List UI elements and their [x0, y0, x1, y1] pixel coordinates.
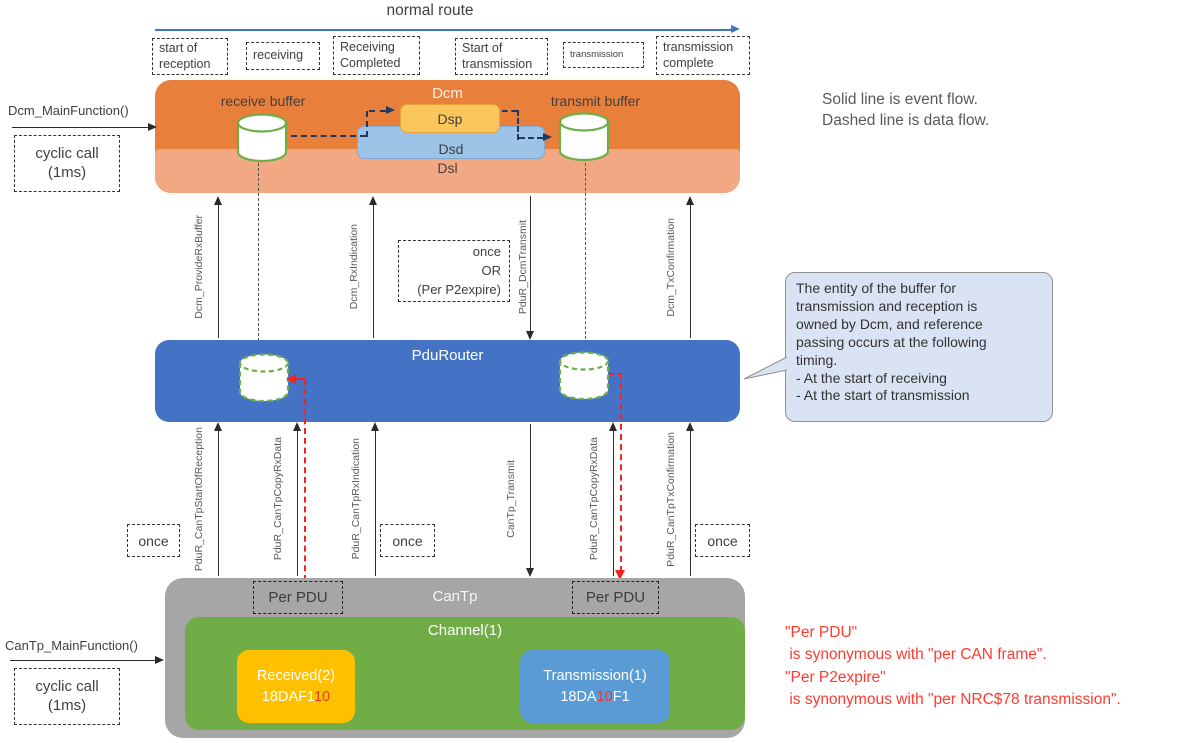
copy-data-tx-side-label: PduR_CanTpCopyRxData [588, 437, 600, 561]
dsd-box: Dsd [357, 126, 545, 159]
dcm-mainfunction-arrow-icon [148, 123, 157, 131]
dsd-label: Dsd [438, 141, 464, 157]
transmission-label: Transmission(1) [543, 668, 647, 685]
channel-title: Channel(1) [427, 622, 503, 639]
normal-route-line [155, 29, 733, 31]
transmit-buffer-label: transmit buffer [550, 93, 641, 109]
event-arrow-down-icon [526, 331, 534, 340]
dsl-label: Dsl [437, 160, 458, 176]
cantp-transmit-arrow [530, 424, 531, 570]
event-arrow-up-icon [686, 196, 694, 205]
transmit-buffer-cylinder-icon [558, 112, 610, 162]
stage-transmission-complete: transmission complete [656, 36, 750, 75]
once-box-left: once [127, 524, 180, 557]
received-label: Received(2) [256, 668, 336, 685]
dsp-box: Dsp [400, 104, 500, 133]
flow-legend: Solid line is event flow. Dashed line is… [822, 91, 990, 129]
normal-route-arrow-icon [731, 25, 740, 33]
tx-confirmation-label: Dcm_TxConfirmation [665, 217, 677, 317]
event-arrow-up-icon [371, 422, 379, 431]
received-pdu-box: Received(2) 18DAF110 [237, 650, 355, 723]
cantp-mainfunction-line [10, 660, 155, 661]
start-of-reception-arrow [218, 430, 219, 576]
cantp-mainfunction-label: CanTp_MainFunction() [5, 638, 138, 653]
start-of-reception-label: PduR_CanTpStartOfReception [193, 426, 205, 572]
event-arrow-up-icon [686, 422, 694, 431]
dcm-data-flow-line [366, 111, 368, 137]
received-can-id-red-digits: 10 [313, 688, 331, 705]
pdurouter-title: PduRouter [411, 347, 484, 364]
cantp-title: CanTp [432, 588, 478, 605]
event-arrow-down-icon [526, 568, 534, 577]
copy-rx-data-arrow [297, 430, 298, 576]
dcm-mainfunction-line [12, 127, 148, 128]
dcm-mainfunction-label: Dcm_MainFunction() [8, 103, 129, 118]
stage-receiving: receiving [246, 42, 320, 70]
bubble-tail-icon [743, 356, 788, 380]
rx-indication-label: Dcm_RxIndication [348, 224, 360, 310]
stage-receiving-completed: Receiving Completed [333, 36, 420, 75]
receive-buffer-cylinder-icon [236, 113, 288, 163]
transmission-pdu-box: Transmission(1) 18DA10F1 [520, 650, 670, 723]
per-pdu-box-right: Per PDU [572, 581, 659, 614]
once-box-right: once [695, 524, 750, 557]
transmission-can-id-red-digits: 10 [596, 688, 613, 705]
cyclic-call-box-top: cyclic call (1ms) [14, 135, 120, 192]
transmission-can-id: 18DA10F1 [560, 688, 630, 705]
tx-confirmation-cantp-label: PduR_CanTpTxConfirmation [665, 431, 677, 567]
dcm-data-flow-line [502, 110, 517, 112]
dsp-label: Dsp [437, 110, 463, 127]
per-pdu-definition-note: "Per PDU" is synonymous with "per CAN fr… [785, 624, 1121, 709]
dcm-data-flow-line [291, 135, 366, 137]
stage-start-of-reception: start of reception [152, 38, 228, 75]
copy-rx-data-label: PduR_CanTpCopyRxData [272, 437, 284, 561]
dcm-data-arrow-icon [543, 133, 552, 141]
tx-confirmation-cantp-arrow [690, 430, 691, 576]
provide-rx-buffer-arrow [218, 204, 219, 338]
normal-route-label: normal route [386, 2, 474, 19]
reference-arrow-left-icon [286, 374, 296, 384]
copy-data-tx-side-arrow [613, 430, 614, 576]
rx-indication-arrow [373, 204, 374, 338]
stage-transmission: transmission [563, 42, 644, 68]
event-arrow-up-icon [293, 422, 301, 431]
reference-dashed-line-rx [304, 379, 306, 581]
received-can-id: 18DAF110 [261, 688, 331, 705]
pdur-dcm-transmit-arrow [530, 196, 531, 332]
stage-start-of-transmission: Start of transmission [455, 38, 548, 75]
pdur-tx-buffer-ref-cylinder-icon [558, 351, 610, 401]
event-arrow-up-icon [214, 422, 222, 431]
cantp-transmit-label: CanTp_Transmit [505, 460, 517, 538]
receive-buffer-label: receive buffer [220, 93, 306, 109]
event-arrow-up-icon [609, 422, 617, 431]
reference-dashed-line-tx [609, 373, 622, 375]
once-or-per-p2expire-box: once OR (Per P2expire) [398, 240, 510, 302]
reference-arrow-down-icon [615, 570, 625, 580]
tx-data-flow-dashed-line [585, 163, 586, 344]
dcm-data-arrow-icon [386, 106, 395, 114]
dcm-data-flow-line [369, 110, 386, 112]
reference-dashed-line-rx [296, 378, 305, 380]
cantp-mainfunction-arrow-icon [155, 656, 164, 664]
event-arrow-up-icon [369, 196, 377, 205]
pdur-dcm-transmit-label: PduR_DcmTransmit [517, 219, 529, 315]
pdur-rx-buffer-ref-cylinder-icon [238, 353, 290, 403]
rx-indication-cantp-arrow [375, 430, 376, 576]
rx-data-flow-dashed-line [258, 163, 259, 346]
per-pdu-box-left: Per PDU [253, 581, 343, 614]
once-box-middle: once [380, 524, 435, 557]
provide-rx-buffer-label: Dcm_ProvideRxBuffer [193, 215, 205, 319]
reference-dashed-line-tx [620, 373, 622, 572]
buffer-ownership-bubble: The entity of the buffer for transmissio… [785, 272, 1053, 422]
cyclic-call-box-bottom: cyclic call (1ms) [14, 668, 120, 725]
dcm-data-flow-line [519, 137, 543, 139]
dcm-title: Dcm [432, 85, 463, 102]
event-arrow-up-icon [214, 196, 222, 205]
tx-confirmation-arrow [690, 204, 691, 338]
dcm-data-flow-line [517, 110, 519, 140]
rx-indication-cantp-label: PduR_CanTpRxIndication [350, 438, 362, 560]
